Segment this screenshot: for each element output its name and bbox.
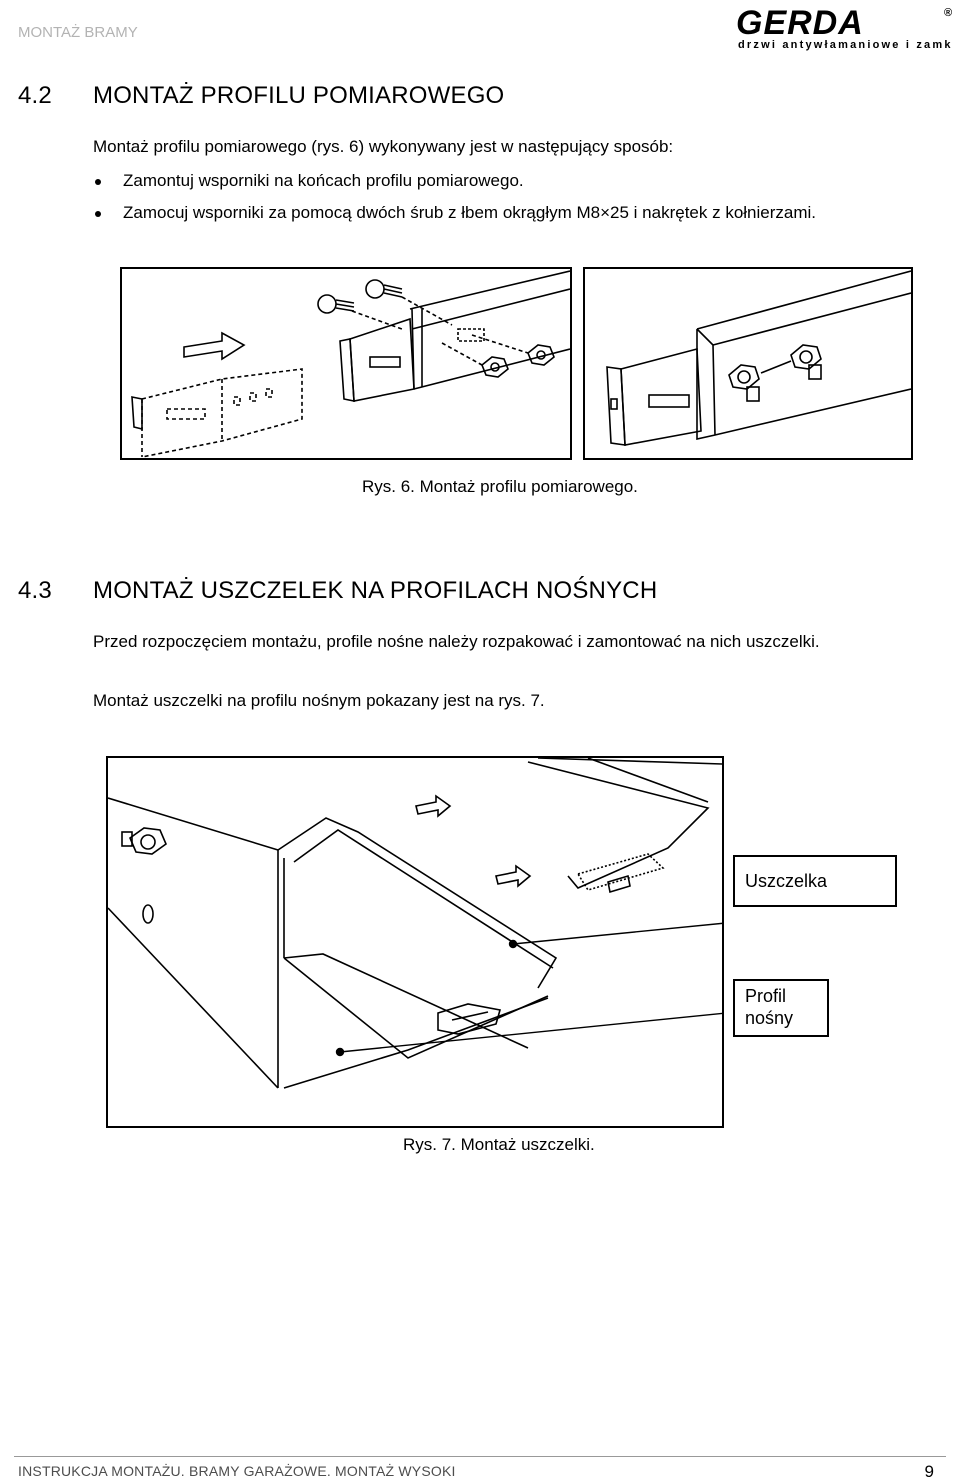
callout-profile: Profil nośny <box>733 979 829 1037</box>
figure-7-caption: Rys. 7. Montaż uszczelki. <box>403 1135 595 1154</box>
bullet-dot <box>95 211 101 217</box>
profile-leader-line <box>339 1011 737 1053</box>
direction-arrow <box>183 331 246 361</box>
gerda-logo: GERDA ® drzwi antywłamaniowe i zamki <box>736 4 952 51</box>
footer-title: INSTRUKCJA MONTAŻU. BRAMY GARAŻOWE. MONT… <box>18 1463 456 1479</box>
callout-profile-label-line1: Profil <box>745 986 787 1006</box>
section-4-3-paragraph-2: Montaż uszczelki na profilu nośnym pokaz… <box>93 691 545 710</box>
seal-leader-line <box>512 921 737 945</box>
callout-profile-label-line2: nośny <box>745 1008 794 1028</box>
bracket-assembly-illustration <box>131 270 571 458</box>
bullet-item-1: Zamontuj wsporniki na końcach profilu po… <box>123 171 524 190</box>
figure-7-panel <box>106 756 737 1128</box>
callout-seal: Uszczelka <box>733 855 897 907</box>
section-title-4-2: MONTAŻ PROFILU POMIAROWEGO <box>93 82 505 109</box>
section-number-4-3: 4.3 <box>18 577 52 604</box>
section-4-2-intro: Montaż profilu pomiarowego (rys. 6) wyko… <box>93 137 674 156</box>
section-number-4-2: 4.2 <box>18 82 52 109</box>
figure-6-left-panel <box>120 267 572 460</box>
bullet-item-2: Zamocuj wsporniki za pomocą dwóch śrub z… <box>123 203 817 222</box>
seal-assembly-illustration <box>107 757 737 1089</box>
section-4-3-paragraph-1: Przed rozpoczęciem montażu, profile nośn… <box>93 632 820 651</box>
figure-6-right-panel <box>583 267 913 460</box>
section-title-4-3: MONTAŻ USZCZELEK NA PROFILACH NOŚNYCH <box>93 577 658 604</box>
callout-seal-label: Uszczelka <box>745 871 828 891</box>
logo-registered-mark: ® <box>944 7 952 19</box>
logo-brand: GERDA <box>736 4 864 42</box>
footer-divider <box>14 1456 946 1457</box>
bullet-dot <box>95 179 101 185</box>
logo-tagline: drzwi antywłamaniowe i zamki <box>738 39 952 51</box>
page-number: 9 <box>924 1462 934 1481</box>
running-head: MONTAŻ BRAMY <box>18 24 138 41</box>
figure-6-caption: Rys. 6. Montaż profilu pomiarowego. <box>362 477 638 496</box>
bracket-mounted-illustration <box>606 270 912 446</box>
